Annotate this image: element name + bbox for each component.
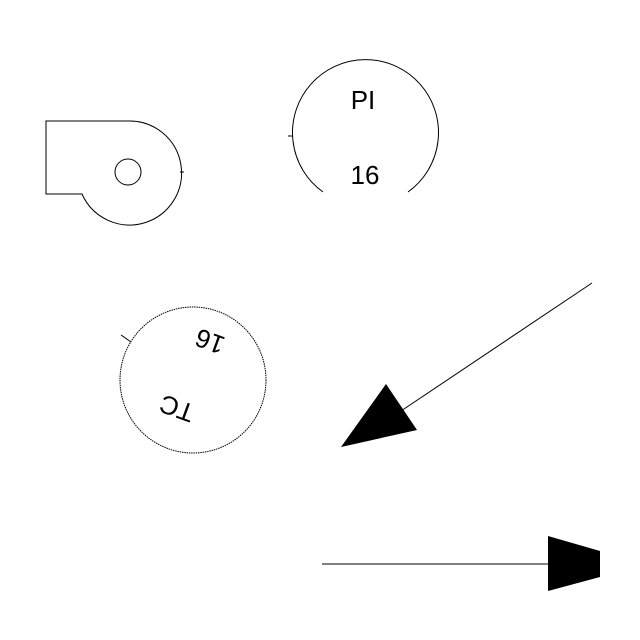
diagonal-arrow-icon	[341, 282, 593, 447]
tc-number: 16	[191, 322, 228, 360]
pi-number: 16	[351, 160, 380, 190]
horizontal-arrow-icon	[322, 536, 600, 591]
fan-hub	[114, 158, 142, 186]
pi-tag: PI	[351, 85, 376, 115]
temperature-controller-bubble: TC 16	[119, 306, 267, 454]
pressure-indicator-bubble: PI 16	[288, 59, 439, 193]
centrifugal-fan-icon	[45, 120, 184, 226]
tc-tag: TC	[156, 388, 199, 428]
